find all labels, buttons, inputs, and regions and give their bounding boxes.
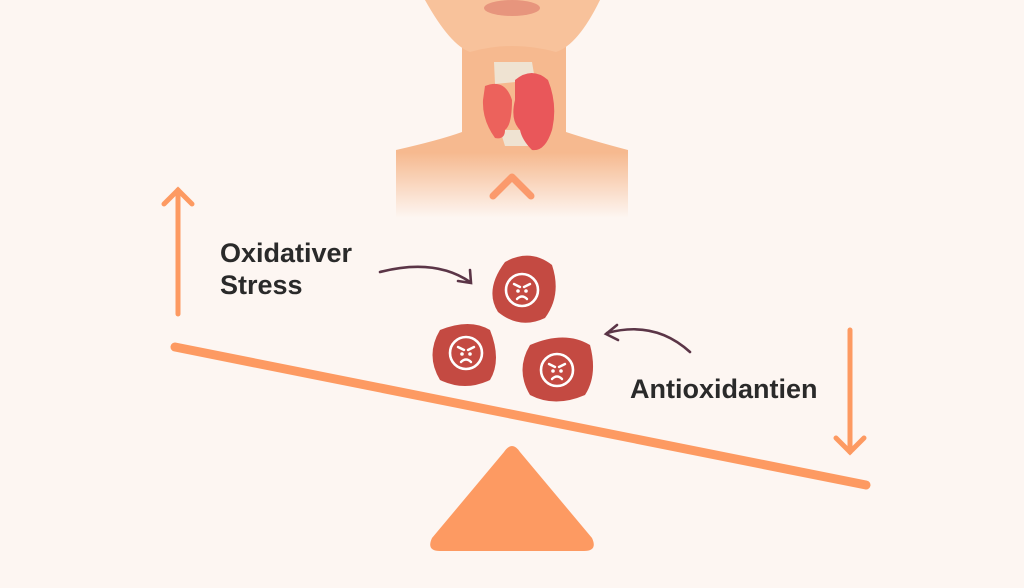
thyroid-gland — [482, 62, 555, 151]
lips — [484, 0, 540, 16]
oxidative-label-line2: Stress — [220, 270, 303, 300]
free-radical — [522, 337, 594, 402]
thyroid-arrow-up-icon — [489, 173, 535, 262]
neck-figure — [396, 0, 628, 218]
pointer-arrow-antioxidants — [603, 323, 692, 354]
antioxidants-label: Antioxidantien — [630, 374, 818, 404]
free-radical — [432, 324, 496, 386]
oxidative-stress-label: Oxidativer Stress — [220, 237, 352, 301]
pointer-arrow-oxidative — [378, 265, 473, 285]
free-radical — [492, 255, 556, 323]
right-arrow-down-icon — [833, 327, 867, 456]
balance-beam — [170, 342, 871, 490]
oxidative-label-line1: Oxidativer — [220, 238, 353, 268]
fulcrum-triangle — [430, 446, 594, 551]
left-arrow-up-icon — [161, 186, 195, 317]
